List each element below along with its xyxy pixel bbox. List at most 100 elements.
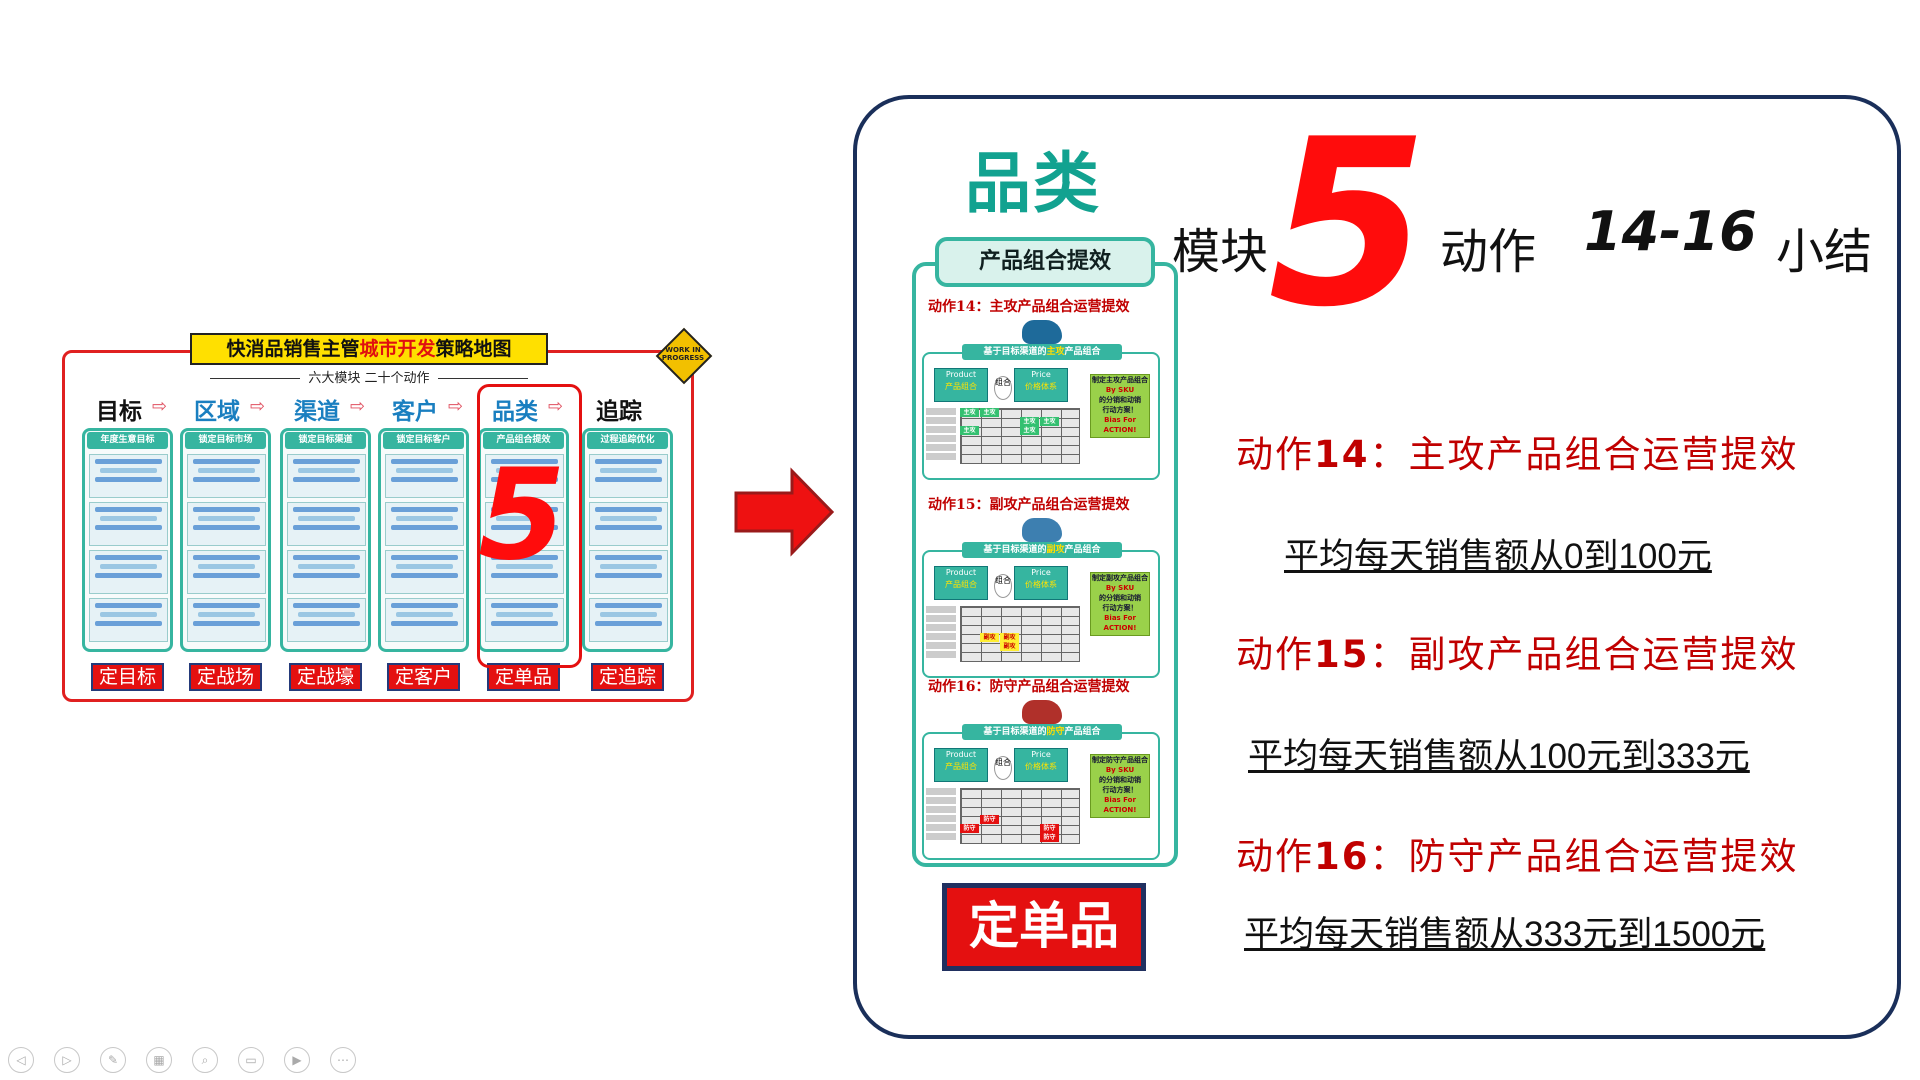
matrix-row-label <box>926 408 956 415</box>
product-box-cn: 产品组合 <box>945 382 977 391</box>
work-in-progress-label: WORK IN PROGRESS <box>661 346 705 362</box>
matrix-cell-tag: 主攻 <box>1040 417 1059 426</box>
product-box-en: Product <box>945 750 977 759</box>
action-plan-line: By SKU <box>1105 766 1135 774</box>
price-box-cn: 价格体系 <box>1025 580 1057 589</box>
sales-target: 平均每天销售额从333元到1500元 <box>1244 915 1766 954</box>
action-caption: 动作16：防守产品组合运营提效 <box>928 679 1130 695</box>
single-product-button[interactable]: 定单品 <box>942 883 1146 971</box>
action-plan-line: 行动方案！ <box>1102 786 1138 794</box>
action-title-number: 16 <box>1314 835 1370 878</box>
prev-icon[interactable]: ◁ <box>8 1047 34 1073</box>
module-thumbnail <box>589 550 668 594</box>
portfolio-diagram-header-post: 产品组合 <box>1064 727 1101 737</box>
slides-icon[interactable]: ▦ <box>146 1047 172 1073</box>
action-title: 动作16：防守产品组合运营提效 <box>1236 826 1799 880</box>
bear-icon-blue <box>1022 518 1062 542</box>
product-box-en: Product <box>945 370 977 379</box>
action-title: 动作15：副攻产品组合运营提效 <box>1236 624 1799 678</box>
module-button[interactable]: 定追踪 <box>591 663 664 691</box>
portfolio-diagram-header-pre: 基于目标渠道的 <box>983 727 1047 737</box>
portfolio-diagram-header-post: 产品组合 <box>1064 545 1101 555</box>
module-label: 模块 <box>1172 224 1269 280</box>
module-thumbnail <box>287 598 366 642</box>
matrix-row-label <box>926 815 956 822</box>
portfolio-diagram-header: 基于目标渠道的防守产品组合 <box>962 724 1122 740</box>
module-thumbnail <box>89 598 168 642</box>
module-thumbnail <box>287 454 366 498</box>
matrix-row-label <box>926 435 956 442</box>
matrix-row-label <box>926 642 956 649</box>
selected-module-highlight <box>477 384 582 668</box>
more-icon[interactable]: ⋯ <box>330 1047 356 1073</box>
module-number-overlay: 5 <box>478 441 566 588</box>
right-arrow-icon <box>734 467 834 557</box>
subtitle-icon[interactable]: ▭ <box>238 1047 264 1073</box>
module-thumbnail <box>187 454 266 498</box>
module-title: 区域 <box>194 399 240 425</box>
module-thumbnail <box>589 454 668 498</box>
action-caption: 动作14：主攻产品组合运营提效 <box>928 299 1130 315</box>
product-box-cn: 产品组合 <box>945 762 977 771</box>
price-box-en: Price <box>1031 568 1051 577</box>
product-box: Product 产品组合 <box>934 748 988 782</box>
action-title-number: 14 <box>1314 433 1370 476</box>
action-plan-line: 制定主攻产品组合 <box>1092 376 1148 384</box>
matrix-row-label <box>926 633 956 640</box>
portfolio-matrix <box>960 788 1080 844</box>
portfolio-diagram-header-highlight: 防守 <box>1046 727 1065 737</box>
next-icon[interactable]: ▷ <box>54 1047 80 1073</box>
module-arrow-icon: ⇨ <box>548 396 564 417</box>
action-plan-line: 的分销和动销 <box>1099 594 1141 602</box>
module-thumbnail <box>89 454 168 498</box>
module-thumbnail <box>385 598 464 642</box>
matrix-row-label <box>926 797 956 804</box>
portfolio-diagram-header: 基于目标渠道的主攻产品组合 <box>962 344 1122 360</box>
module-title: 追踪 <box>596 399 642 425</box>
module-button[interactable]: 定战场 <box>189 663 262 691</box>
module-thumbnail <box>385 454 464 498</box>
matrix-row-label <box>926 444 956 451</box>
module-number: 5 <box>1268 91 1429 358</box>
matrix-row-label <box>926 606 956 613</box>
matrix-row-label <box>926 417 956 424</box>
combination-label: 组合 <box>994 756 1012 780</box>
module-button[interactable]: 定目标 <box>91 663 164 691</box>
zoom-icon[interactable]: ⌕ <box>192 1047 218 1073</box>
price-box-cn: 价格体系 <box>1025 382 1057 391</box>
combination-label: 组合 <box>994 574 1012 598</box>
module-thumbnail <box>385 502 464 546</box>
action-plan-line: Bias For ACTION! <box>1103 796 1137 814</box>
module-thumbnail <box>89 550 168 594</box>
module-button[interactable]: 定客户 <box>387 663 460 691</box>
matrix-cell-tag: 防守 <box>960 824 979 833</box>
module-column-header: 锁定目标市场 <box>185 432 266 449</box>
portfolio-diagram-header-post: 产品组合 <box>1064 347 1101 357</box>
module-thumbnail <box>89 502 168 546</box>
module-column-header: 产品组合提效 <box>483 432 564 449</box>
action-title-rest: ：副攻产品组合运营提效 <box>1369 633 1799 676</box>
action-label: 动作 <box>1440 224 1537 280</box>
matrix-cell-tag: 防守 <box>1040 824 1059 833</box>
module-arrow-icon: ⇨ <box>152 396 168 417</box>
price-box-cn: 价格体系 <box>1025 762 1057 771</box>
module-title: 渠道 <box>294 399 340 425</box>
video-icon[interactable]: ▶ <box>284 1047 310 1073</box>
matrix-row-label <box>926 788 956 795</box>
action-title: 动作14：主攻产品组合运营提效 <box>1236 424 1799 478</box>
matrix-cell-tag: 防守 <box>1040 833 1059 842</box>
pen-icon[interactable]: ✎ <box>100 1047 126 1073</box>
strategy-map-title: 快消品销售主管城市开发策略地图 <box>190 333 548 365</box>
module-button[interactable]: 定战壕 <box>289 663 362 691</box>
module-thumbnail <box>485 550 564 594</box>
category-title: 品类 <box>965 145 1101 222</box>
matrix-row-label <box>926 426 956 433</box>
action-plan-line: Bias For ACTION! <box>1103 614 1137 632</box>
product-box-en: Product <box>945 568 977 577</box>
action-plan-line: 行动方案！ <box>1102 406 1138 414</box>
matrix-cell-tag: 副攻 <box>980 633 999 642</box>
module-arrow-icon: ⇨ <box>448 396 464 417</box>
